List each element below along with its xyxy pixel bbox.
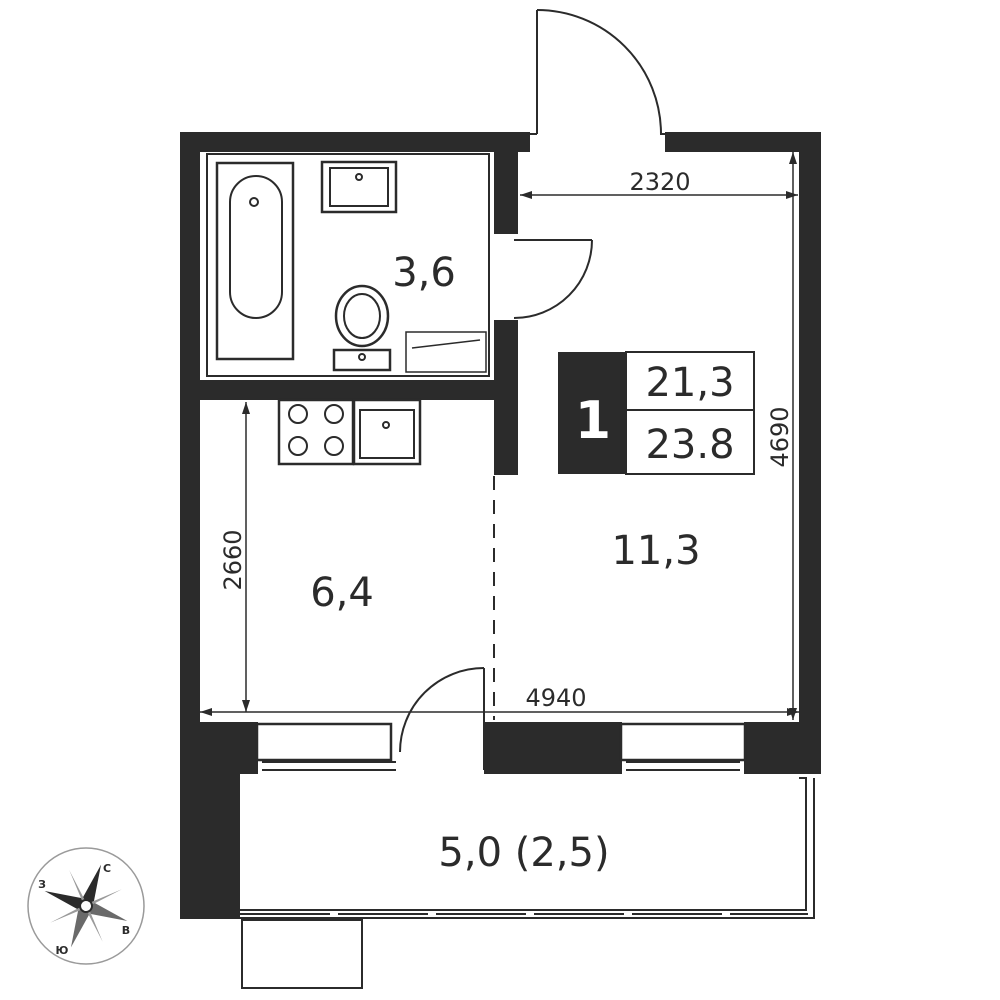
entry-door (529, 9, 666, 135)
toilet (332, 284, 392, 372)
badge-rooms-count: 1 (575, 391, 611, 451)
dim-bottom-width: 4940 (200, 684, 799, 716)
wall-right (799, 132, 821, 774)
wall-bath-right-bottom (494, 320, 518, 475)
wall-top-left (180, 132, 530, 152)
compass-rose-icon (44, 864, 128, 948)
wall-bath-right-top (494, 152, 518, 234)
window-right (619, 722, 747, 771)
dim-right-height: 4690 (766, 152, 797, 720)
bathtub (215, 161, 295, 361)
badge-living-area: 21,3 (645, 360, 734, 406)
badge-total-area: 23.8 (645, 422, 734, 468)
dim-left-height: 2660 (219, 402, 250, 712)
balcony-glazing (240, 777, 815, 919)
shower-tray (405, 331, 487, 373)
area-badge-fill (558, 352, 626, 474)
dim-right-height-label: 4690 (766, 406, 794, 467)
compass-east: В (122, 924, 130, 937)
wall-top-right (665, 132, 821, 152)
dim-top-width-label: 2320 (629, 168, 690, 196)
wall-bath-bottom (180, 380, 518, 400)
wall-bottom-left-block (180, 722, 258, 774)
compass-west: З (38, 878, 46, 891)
bathroom-inner-outline (206, 153, 490, 377)
room-area-kitchen: 6,4 (310, 570, 374, 616)
compass: С З В Ю (27, 847, 145, 965)
bathroom-door (513, 239, 593, 319)
window-left (255, 722, 396, 771)
room-area-balcony: 5,0 (2,5) (438, 830, 609, 876)
wall-bottom-right-block (744, 722, 821, 774)
balcony-step (241, 919, 363, 989)
wall-bottom-mid-block (484, 722, 622, 774)
dim-top-width: 2320 (520, 168, 798, 199)
area-badge: 1 21,3 23.8 (558, 351, 755, 475)
wall-left (180, 132, 200, 722)
dim-left-height-label: 2660 (219, 529, 247, 590)
room-area-bathroom: 3,6 (392, 250, 456, 296)
compass-south: Ю (56, 944, 69, 957)
wall-balcony-left (180, 774, 240, 919)
washbasin (320, 160, 398, 214)
stove (277, 398, 355, 466)
kitchen-sink (352, 398, 422, 466)
balcony-door (399, 667, 485, 770)
dim-bottom-width-label: 4940 (525, 684, 586, 712)
compass-north: С (103, 862, 111, 875)
walls (180, 132, 821, 919)
room-area-living: 11,3 (611, 528, 700, 574)
